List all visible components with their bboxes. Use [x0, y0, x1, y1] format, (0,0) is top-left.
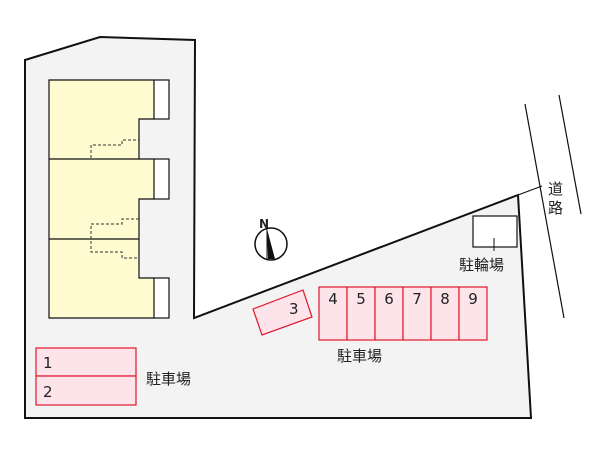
- parking-left: 1 2 駐車場: [35, 347, 191, 406]
- bicycle-parking: [472, 215, 518, 248]
- parking-space-number: 1: [43, 354, 53, 372]
- parking-space-9: [458, 286, 488, 341]
- north-arrow-icon: N: [254, 217, 288, 261]
- stair-outline: [90, 218, 139, 259]
- balcony: [153, 158, 170, 200]
- apartment-building: [48, 79, 170, 319]
- parking-space-number: 2: [43, 383, 53, 401]
- parking-space-2: [35, 375, 137, 406]
- parking-label-right: 駐車場: [337, 347, 382, 365]
- parking-space-number: 7: [412, 290, 422, 308]
- parking-space-number: 9: [468, 290, 478, 308]
- road-label-1: 道: [548, 180, 563, 198]
- road-edge-right: [558, 94, 582, 215]
- balcony: [153, 79, 170, 120]
- parking-space-number: 4: [328, 290, 338, 308]
- parking-space-number: 8: [440, 290, 450, 308]
- bicycle-parking-label: 駐輪場: [459, 256, 504, 274]
- parking-space-number: 3: [289, 300, 299, 318]
- road-edge-left: [524, 103, 565, 319]
- parking-label-left: 駐車場: [146, 370, 191, 388]
- parking-space-6: [374, 286, 404, 341]
- lot-to-road-line: [517, 185, 543, 196]
- parking-space-3: [252, 289, 313, 336]
- parking-space-1: [35, 347, 137, 377]
- road-label-2: 路: [548, 199, 563, 217]
- north-label: N: [259, 217, 269, 231]
- parking-space-number: 5: [356, 290, 366, 308]
- parking-space-4: [318, 286, 348, 341]
- parking-space-number: 6: [384, 290, 394, 308]
- balcony: [153, 277, 170, 319]
